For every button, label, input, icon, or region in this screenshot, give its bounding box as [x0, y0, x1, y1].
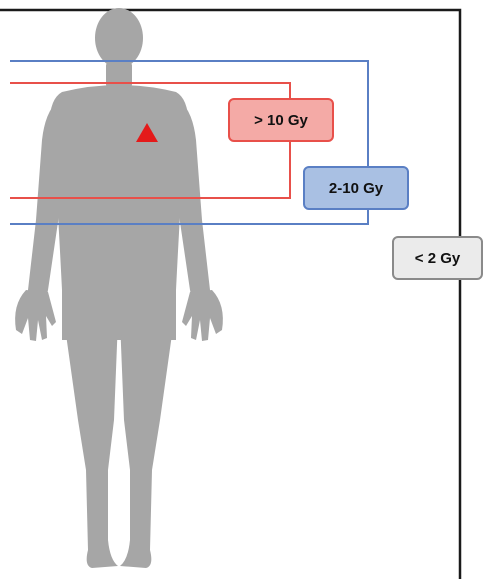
- high-dose-label: > 10 Gy: [228, 98, 334, 142]
- low-dose-label: < 2 Gy: [392, 236, 483, 280]
- human-body-silhouette: [15, 8, 223, 568]
- mid-dose-label: 2-10 Gy: [303, 166, 409, 210]
